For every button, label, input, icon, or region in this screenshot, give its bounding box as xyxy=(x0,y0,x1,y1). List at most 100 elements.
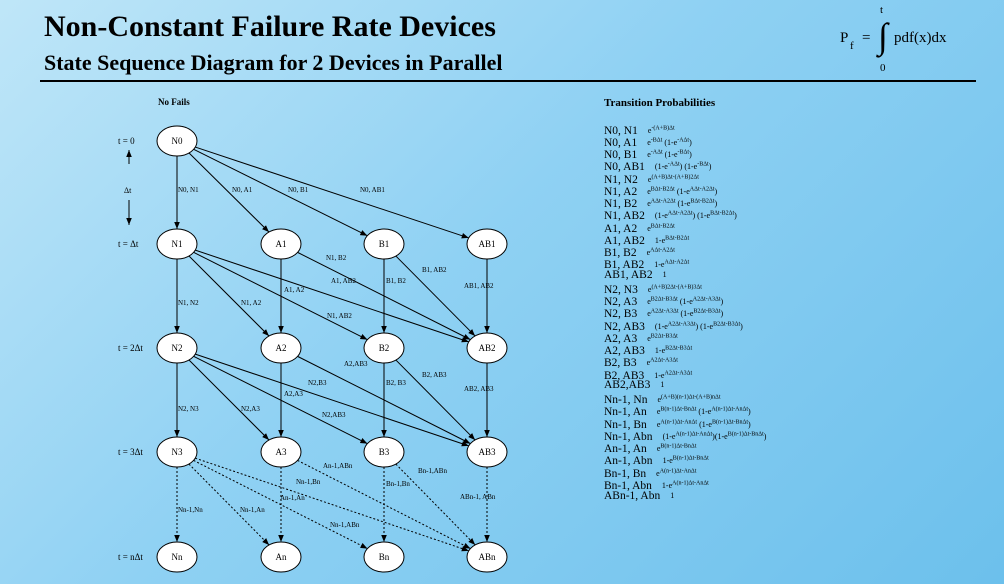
transition-expression: 1 xyxy=(670,490,675,500)
state-node xyxy=(260,541,302,573)
formula-lhs-subscript: f xyxy=(850,40,854,52)
transition-name: A1, AB2 xyxy=(604,234,645,247)
transition-arrow xyxy=(195,249,469,343)
transition-expression: eB(n-1)Δt-BnΔt xyxy=(656,443,697,454)
time-step-label: t = 2Δt xyxy=(118,343,143,353)
transition-label: N1, AB2 xyxy=(327,312,352,320)
title-divider xyxy=(40,80,976,82)
transition-name: ABn-1, Abn xyxy=(604,489,661,502)
transition-row: A2, AB3 1-eB2Δt-B3Δt xyxy=(604,343,994,358)
transition-arrow xyxy=(195,353,469,447)
failure-probability-formula: P f = ∫ t 0 pdf(x)dx xyxy=(836,4,986,76)
transition-row: N0, A1 e-BΔt (1-e-AΔt) xyxy=(604,134,994,149)
transition-name: N2, N3 xyxy=(604,283,638,296)
transition-arrow xyxy=(395,463,476,546)
transition-name: B2, AB3 xyxy=(604,369,645,382)
transition-expression: 1 xyxy=(662,270,667,279)
transition-label: Nn-1,Nn xyxy=(178,506,203,514)
transition-label: ABn-1, ABn xyxy=(460,493,496,501)
time-step-label: t = 3Δt xyxy=(118,447,143,457)
transition-label: Nn-1,ABn xyxy=(330,521,360,529)
transition-label: A2,A3 xyxy=(284,390,303,398)
transition-arrow xyxy=(188,255,270,337)
state-node-label: N1 xyxy=(172,239,183,249)
formula-integrand: pdf(x)dx xyxy=(894,30,947,46)
state-node xyxy=(156,436,198,468)
transition-expression: eBΔt-B2Δt xyxy=(647,223,675,233)
state-node xyxy=(466,332,508,364)
state-node xyxy=(363,541,405,573)
transition-label: B1, AB2 xyxy=(422,266,447,274)
transition-expression: eAΔt-A2Δt xyxy=(646,247,675,258)
transition-name: B2, B3 xyxy=(604,357,637,370)
transition-label: B1, B2 xyxy=(386,277,406,285)
transition-expression: (1-eA2Δt-A3Δt) (1-eB2Δt-B3Δt) xyxy=(654,321,743,331)
transition-name: N0, AB1 xyxy=(604,161,645,174)
state-node xyxy=(156,332,198,364)
transition-name: A2, AB3 xyxy=(604,345,645,358)
transition-label: A2,AB3 xyxy=(344,360,368,368)
page-subtitle: State Sequence Diagram for 2 Devices in … xyxy=(44,50,503,75)
transition-label: A1, A2 xyxy=(284,286,305,294)
transition-name: N0, N1 xyxy=(604,124,638,137)
transition-expression: e(A+B)(n-1)Δt-(A+B)nΔt xyxy=(657,394,721,405)
state-node xyxy=(363,228,405,260)
transition-row: AB2,AB3 1 xyxy=(604,379,994,391)
transition-name: AB1, AB2 xyxy=(604,269,653,281)
transition-row: N2, A3 eB2Δt-B3Δt (1-eA2Δt-A3Δt) xyxy=(604,294,994,309)
transition-label: N1, A2 xyxy=(241,299,262,307)
transition-name: N0, A1 xyxy=(604,136,638,149)
state-node xyxy=(466,541,508,573)
transition-expression: 1-eB2Δt-B3Δt xyxy=(654,345,693,356)
transition-name: N2, B3 xyxy=(604,308,638,321)
transition-label: N1, B2 xyxy=(326,254,347,262)
transition-name: An-1, Abn xyxy=(604,455,653,468)
transition-arrow xyxy=(195,457,469,552)
transition-expression: e-AΔt (1-e-BΔt) xyxy=(647,149,692,160)
transition-name: B1, AB2 xyxy=(604,259,645,272)
transition-label: B2, B3 xyxy=(386,379,406,387)
transition-name: N2, A3 xyxy=(604,296,638,309)
transition-expression: e-BΔt (1-e-AΔt) xyxy=(647,137,692,147)
transition-label: N0, AB1 xyxy=(360,186,385,194)
transition-name: Nn-1, Bn xyxy=(604,418,647,431)
transition-expression: eA(n-1)Δt-AnΔt (1-eB(n-1)Δt-BnΔt) xyxy=(656,419,751,429)
transition-label: Bn-1,ABn xyxy=(418,467,447,475)
transition-probabilities-heading: Transition Probabilities xyxy=(604,97,716,109)
state-node xyxy=(156,228,198,260)
transition-expression: 1 xyxy=(660,380,665,390)
transition-name: N1, B2 xyxy=(604,198,638,211)
transition-name: Nn-1, Nn xyxy=(604,394,648,407)
transition-label: N1, N2 xyxy=(178,299,199,307)
transition-row: ABn-1, Abn 1 xyxy=(604,490,994,502)
state-node-label: Bn xyxy=(379,552,390,562)
transition-row: Nn-1, Nn e(A+B)(n-1)Δt-(A+B)nΔt xyxy=(604,392,994,407)
transition-expression: eB2Δt-B3Δt (1-eA2Δt-A3Δt) xyxy=(647,296,724,307)
transition-expression: eA(n-1)Δt-AnΔt xyxy=(656,468,697,478)
transition-expression: 1-eB(n-1)Δt-BnΔt xyxy=(662,455,709,466)
state-node-label: N3 xyxy=(172,447,183,457)
transition-expression: eBΔt-B2Δt (1-eAΔt-A2Δt) xyxy=(647,186,718,196)
transition-name: Bn-1, Abn xyxy=(604,479,652,492)
time-step-label: t = Δt xyxy=(118,239,139,249)
transition-name: AB2,AB3 xyxy=(604,379,651,392)
transition-label: N2,B3 xyxy=(308,379,327,387)
state-node xyxy=(156,125,198,157)
transition-expression: (1-eAΔt-A2Δt) (1-eBΔt-B2Δt) xyxy=(654,210,737,221)
transition-expression: (1-e-AΔt) (1-e-BΔt) xyxy=(654,161,712,172)
state-node-label: AB2 xyxy=(478,343,495,353)
transition-row: N1, AB2(1-eAΔt-A2Δt) (1-eBΔt-B2Δt) xyxy=(604,208,994,222)
state-node-label: ABn xyxy=(478,552,496,562)
